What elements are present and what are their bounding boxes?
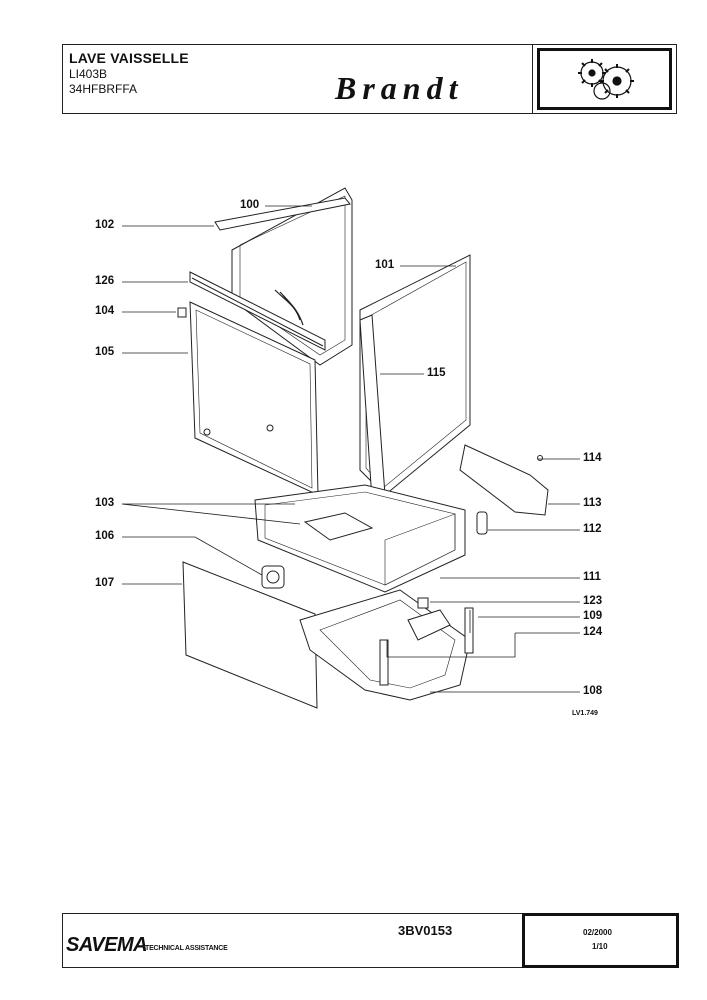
footer-info-box	[522, 913, 679, 968]
part-112-valve	[476, 511, 488, 535]
callout-124: 124	[583, 626, 603, 638]
callout-100: 100	[240, 199, 260, 211]
part-104-clip	[177, 307, 187, 318]
callout-102: 102	[95, 219, 115, 231]
company-logo: SAVEMA	[66, 934, 148, 956]
part-103-component	[303, 512, 374, 541]
callout-113: 113	[583, 497, 602, 509]
diagram-reference: LV1.749	[572, 710, 598, 717]
part-109-plate	[407, 609, 451, 641]
part-124-foot-right	[464, 607, 474, 654]
part-114-screw	[537, 455, 543, 461]
part-123-float	[417, 597, 429, 609]
page-number: 1/10	[592, 942, 608, 951]
callout-108: 108	[583, 685, 603, 697]
product-title: LAVE VAISSELLE	[69, 50, 189, 66]
part-111-base-frame	[254, 484, 466, 593]
callout-107: 107	[95, 577, 115, 589]
product-code: 34HFBRFFA	[69, 82, 138, 96]
callout-104: 104	[95, 305, 115, 317]
document-code: 3BV0153	[398, 923, 453, 938]
callout-126: 126	[95, 275, 115, 287]
callout-105: 105	[95, 346, 115, 358]
callout-123: 123	[583, 595, 603, 607]
callout-114: 114	[583, 452, 602, 464]
callout-115: 115	[427, 367, 446, 379]
logo-box	[537, 48, 672, 110]
callout-101: 101	[375, 259, 395, 271]
part-124-foot-left	[379, 639, 389, 686]
part-107-kick-plate	[182, 561, 318, 709]
part-126-gasket	[189, 271, 326, 351]
callout-106: 106	[95, 530, 115, 542]
brand-logo: Brandt	[335, 70, 464, 106]
callout-103: 103	[95, 497, 115, 509]
document-date: 02/2000	[583, 928, 612, 937]
gears-icon	[578, 59, 634, 100]
header-box	[62, 44, 677, 114]
header-divider	[532, 44, 533, 114]
callout-109: 109	[583, 610, 603, 622]
part-113-hose	[459, 444, 549, 516]
part-101-side-panel	[359, 254, 471, 496]
callout-112: 112	[583, 523, 602, 535]
company-subtitle: TECHNICAL ASSISTANCE	[145, 945, 228, 952]
model-number: LI403B	[69, 67, 108, 81]
callout-111: 111	[583, 571, 601, 583]
